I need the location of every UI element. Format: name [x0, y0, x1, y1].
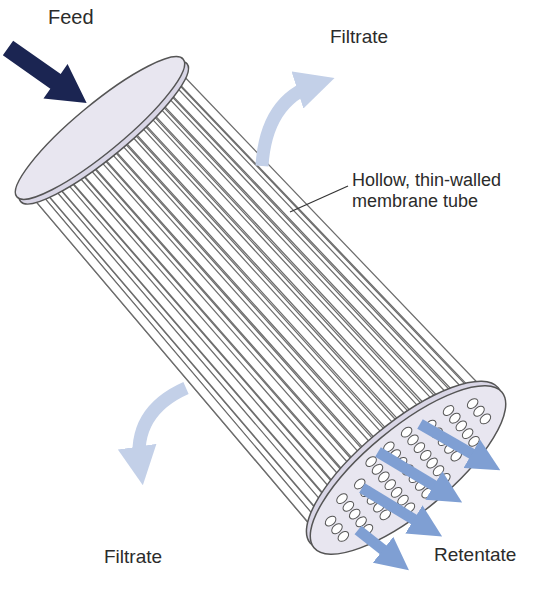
- tube-opening: [478, 412, 492, 426]
- tube-opening: [336, 530, 350, 544]
- retentate-arrow: [420, 424, 486, 462]
- tube-outline: [63, 145, 361, 484]
- feed-label: Feed: [48, 6, 94, 29]
- membrane-tube: [63, 145, 361, 484]
- retentate-arrow: [362, 488, 428, 528]
- leader-line: [290, 186, 348, 212]
- retentate-arrow: [358, 530, 396, 560]
- filtrate-label: Filtrate: [104, 546, 162, 568]
- retentate-arrow: [378, 452, 448, 494]
- membrane-tube: [72, 136, 371, 473]
- tube-outline: [72, 136, 371, 473]
- tube-outline: [82, 127, 382, 463]
- membrane-tube: [92, 119, 394, 454]
- feed-arrow: [0, 31, 99, 120]
- outlet-end-plate: [283, 355, 528, 580]
- tube-outline: [103, 110, 406, 443]
- retentate-label: Retentate: [434, 544, 516, 566]
- membrane-tube-label: Hollow, thin-walled membrane tube: [352, 170, 532, 211]
- membrane-tube: [82, 127, 382, 463]
- filtrate-label: Filtrate: [330, 26, 388, 48]
- filtrate-arrow: [262, 84, 316, 166]
- membrane-tube: [103, 110, 406, 443]
- filtrate-arrow: [139, 388, 186, 466]
- tube-outline: [92, 119, 394, 454]
